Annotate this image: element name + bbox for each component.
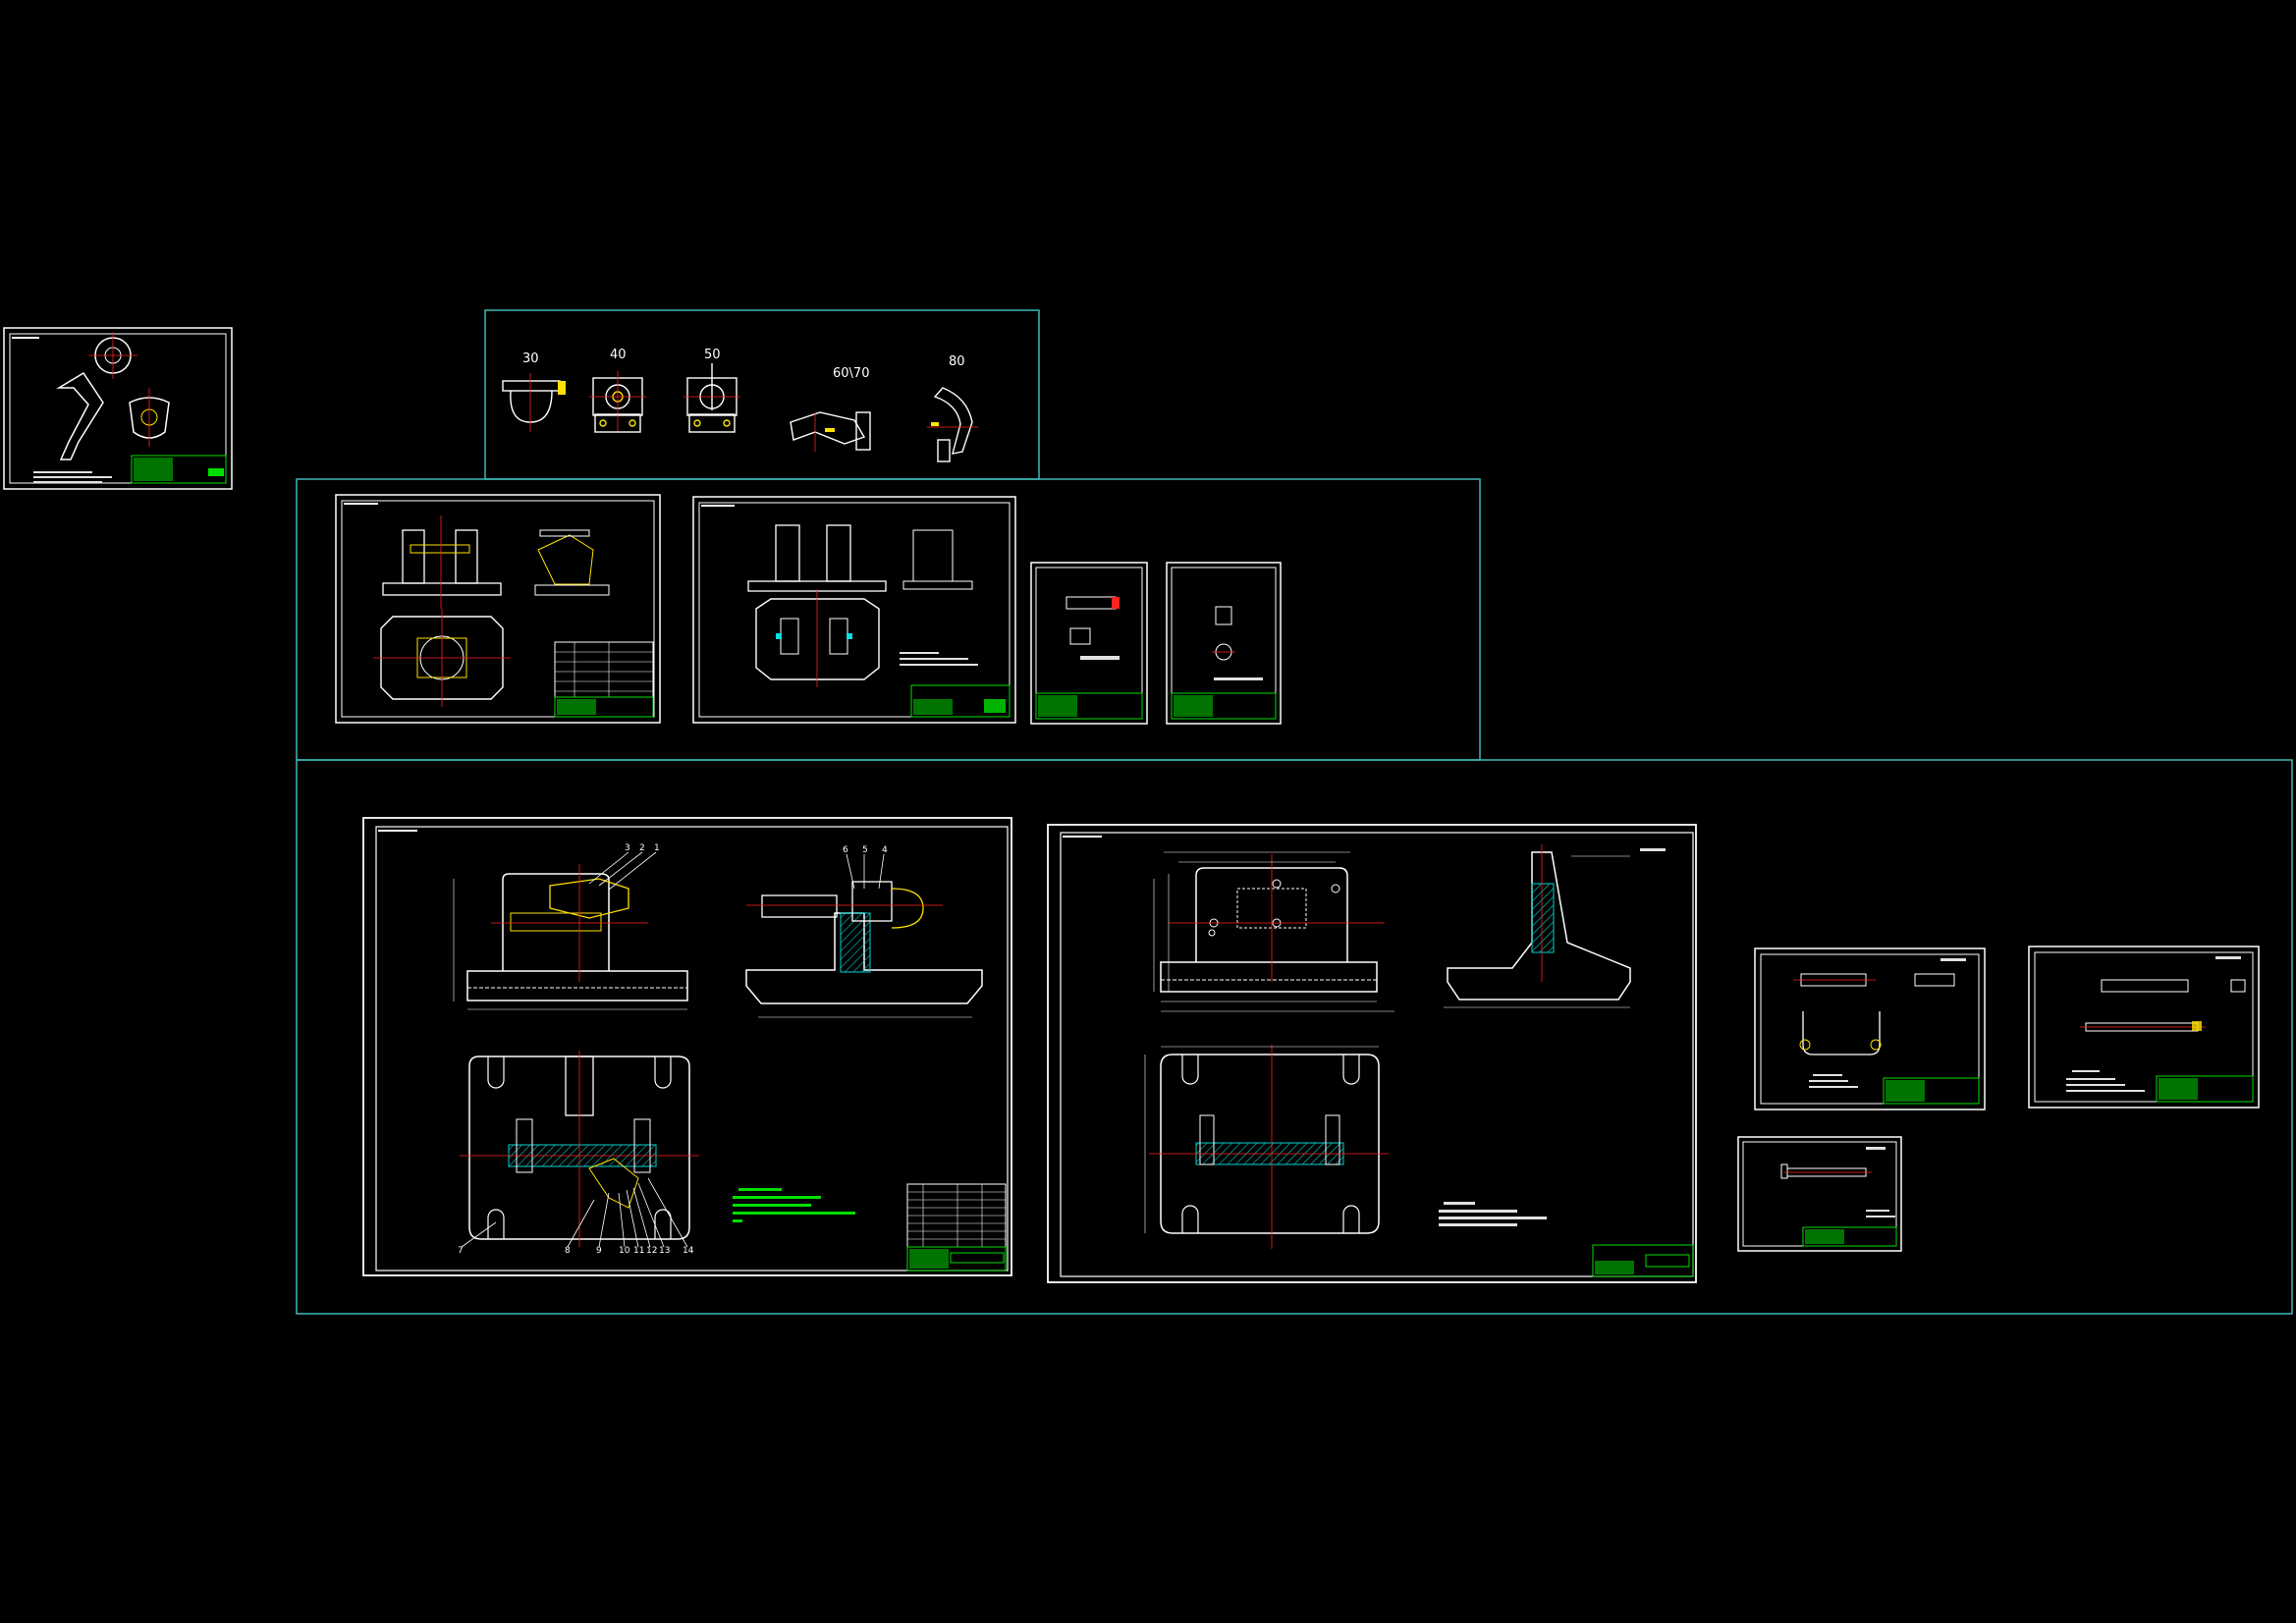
process-view-80[interactable] [927,387,978,462]
balloon-12: 12 [646,1246,658,1256]
sheet-clamp-arm-detail[interactable] [1754,947,1986,1110]
sheet-base-plate-detail[interactable] [692,496,1016,724]
sheet-fixture-assembly[interactable] [362,817,1012,1276]
balloon-11: 11 [633,1246,645,1256]
sheet-support-detail[interactable] [1737,1136,1902,1252]
frame-middle-row[interactable] [296,478,1481,761]
process-view-40[interactable] [589,371,646,433]
balloon-5: 5 [862,845,868,855]
balloon-9: 9 [596,1246,602,1256]
process-view-parts [502,363,978,462]
balloon-1: 1 [654,843,660,853]
sheet-shaft-detail[interactable] [2028,946,2260,1109]
process-label-60-70: 60\70 [833,366,870,381]
process-view-30[interactable] [502,373,566,432]
process-label-40: 40 [610,348,627,362]
balloon-10: 10 [619,1246,630,1256]
sheet-fixture-body[interactable] [1047,824,1697,1283]
sheet-bushing-detail[interactable] [1166,562,1282,725]
process-view-50[interactable] [683,363,740,433]
balloon-leaders [461,851,885,1248]
process-label-30: 30 [522,352,539,366]
balloon-14: 14 [683,1246,694,1256]
balloon-7: 7 [458,1246,464,1256]
sheet-part-drawing[interactable] [3,327,233,490]
balloon-3: 3 [625,843,630,853]
balloon-2: 2 [639,843,645,853]
sheet-pin-detail[interactable] [1030,562,1148,725]
process-view-60-70[interactable] [790,411,871,452]
frame-bottom-row[interactable] [296,759,2293,1315]
balloon-4: 4 [882,845,888,855]
balloon-13: 13 [659,1246,671,1256]
group-frames [296,309,2293,1315]
process-label-50: 50 [704,348,721,362]
sheet-fixture-layout[interactable] [335,494,661,724]
balloon-6: 6 [843,845,848,855]
process-label-80: 80 [949,354,965,369]
balloon-8: 8 [565,1246,571,1256]
